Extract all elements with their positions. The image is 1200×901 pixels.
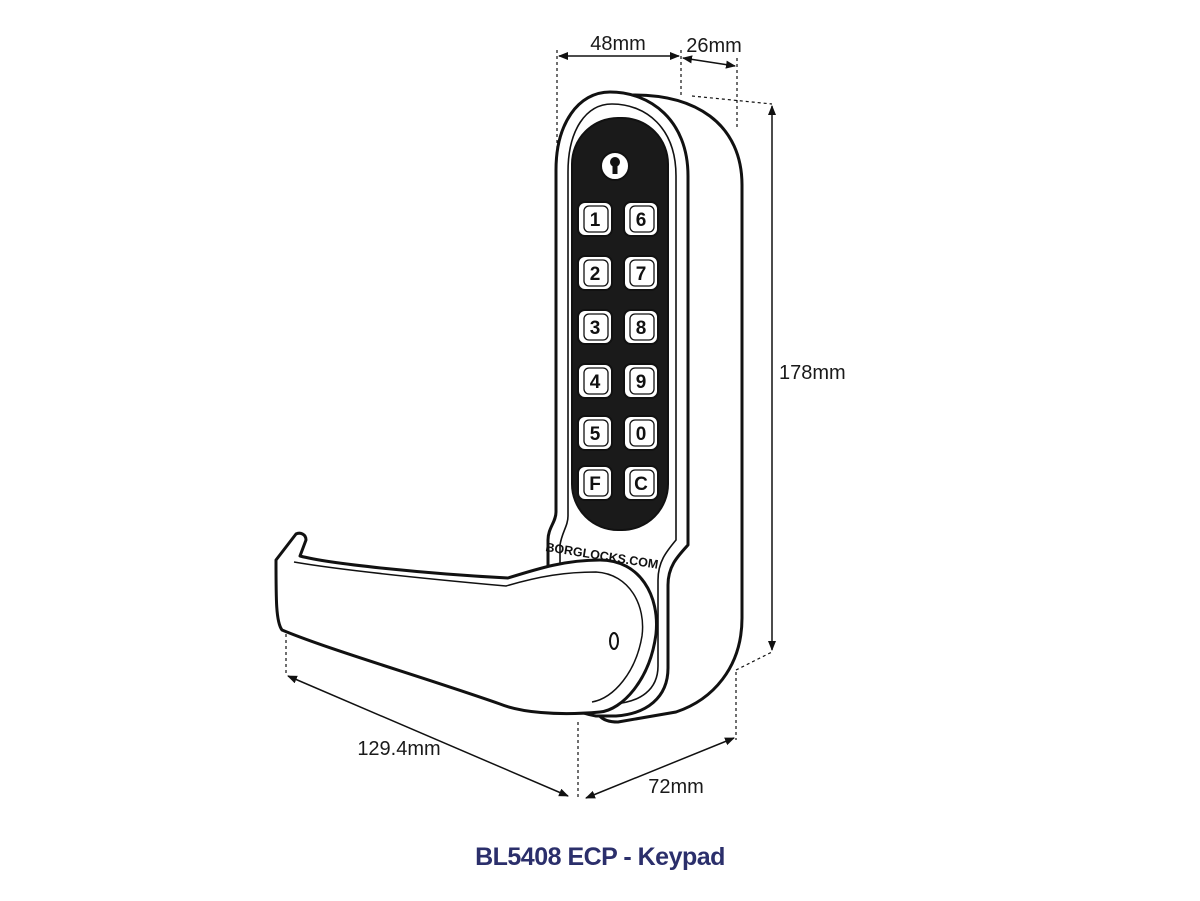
keypad-key[interactable]: 4 — [577, 363, 613, 399]
keypad-key[interactable]: F — [577, 465, 613, 501]
dim-arrow-handle — [287, 675, 569, 797]
dim-label-width: 48mm — [590, 33, 646, 55]
keypad-key-label: F — [589, 474, 601, 495]
keypad-key-label: 5 — [590, 424, 601, 445]
keypad-key-label: 6 — [636, 210, 647, 231]
keypad-key[interactable]: 5 — [577, 415, 613, 451]
dim-arrow-depth — [682, 55, 736, 69]
keypad-key[interactable]: 7 — [623, 255, 659, 291]
lever-handle-body — [274, 531, 658, 716]
keypad-key[interactable]: 9 — [623, 363, 659, 399]
keypad-key-label: 8 — [636, 318, 647, 339]
keypad-keys: 1 6 2 7 3 8 4 — [577, 201, 659, 501]
keypad-key-label: 0 — [636, 424, 647, 445]
lever-handle-highlight — [293, 561, 644, 703]
keypad-key-label: 4 — [590, 372, 601, 393]
keypad-key-label: 3 — [590, 318, 601, 339]
keyhole-icon — [600, 151, 630, 181]
keypad-key[interactable]: C — [623, 465, 659, 501]
keypad-key[interactable]: 8 — [623, 309, 659, 345]
dim-label-height: 178mm — [779, 362, 846, 384]
keypad-key[interactable]: 0 — [623, 415, 659, 451]
keypad-key[interactable]: 6 — [623, 201, 659, 237]
lever-key-override-icon — [609, 632, 619, 650]
dim-label-handle: 129.4mm — [357, 738, 440, 760]
keypad-key-label: C — [634, 474, 648, 495]
dim-arrow-base — [585, 737, 735, 799]
lever-handle[interactable] — [274, 531, 658, 716]
keypad-key-label: 7 — [636, 264, 647, 285]
keypad-key[interactable]: 3 — [577, 309, 613, 345]
keypad-key[interactable]: 1 — [577, 201, 613, 237]
keypad-key-label: 9 — [636, 372, 647, 393]
dim-label-depth: 26mm — [686, 35, 742, 57]
product-caption: BL5408 ECP - Keypad — [475, 843, 725, 871]
dimension-lines — [285, 50, 776, 800]
keypad-key-label: 1 — [590, 210, 601, 231]
dim-label-base: 72mm — [648, 776, 704, 798]
keypad-key-label: 2 — [590, 264, 601, 285]
keypad-key[interactable]: 2 — [577, 255, 613, 291]
